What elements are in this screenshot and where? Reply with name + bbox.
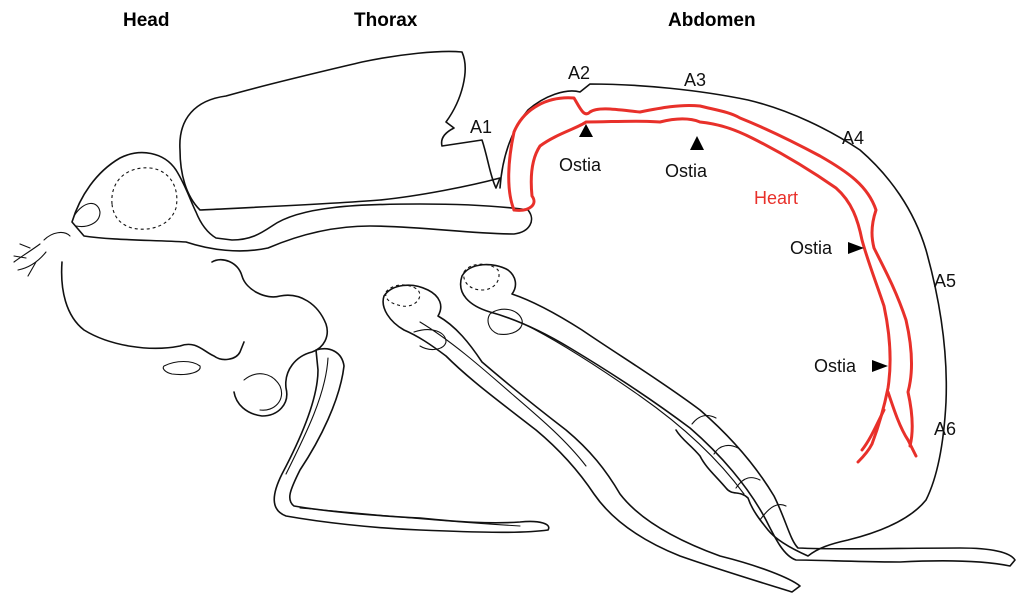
ostia-label-4: Ostia (814, 356, 857, 376)
heart-label: Heart (754, 188, 798, 208)
foreleg-inner (286, 358, 520, 526)
segment-label-a5: A5 (934, 271, 956, 291)
ostia-label-3: Ostia (790, 238, 833, 258)
labial-palp (163, 362, 200, 375)
abdomen-sternites (692, 416, 786, 520)
thorax-lower (212, 260, 327, 416)
heart-outer-wall (509, 98, 912, 446)
segment-label-a6: A6 (934, 419, 956, 439)
ostia-arrow-icon (690, 136, 704, 150)
midleg (383, 285, 800, 592)
segment-label-a1: A1 (470, 117, 492, 137)
ostia-label-2: Ostia (665, 161, 708, 181)
thorax-notum (180, 51, 500, 210)
ostia-label-1: Ostia (559, 155, 602, 175)
region-abdomen-label: Abdomen (668, 10, 756, 31)
hindleg-inner (488, 309, 744, 494)
head-capsule (72, 153, 532, 251)
foreleg (274, 349, 549, 533)
head-lower (62, 262, 244, 359)
segment-label-a2: A2 (568, 63, 590, 83)
segment-label-a3: A3 (684, 70, 706, 90)
midleg-coxa (386, 285, 420, 306)
segment-label-a4: A4 (842, 128, 864, 148)
region-head-label: Head (123, 10, 169, 31)
thorax-spiracle-lobe (244, 374, 282, 410)
compound-eye (112, 168, 177, 229)
hindleg (461, 265, 1015, 566)
region-thorax-label: Thorax (354, 10, 418, 31)
heart-vessel (509, 98, 916, 462)
ostia-arrow-icon (872, 360, 888, 372)
